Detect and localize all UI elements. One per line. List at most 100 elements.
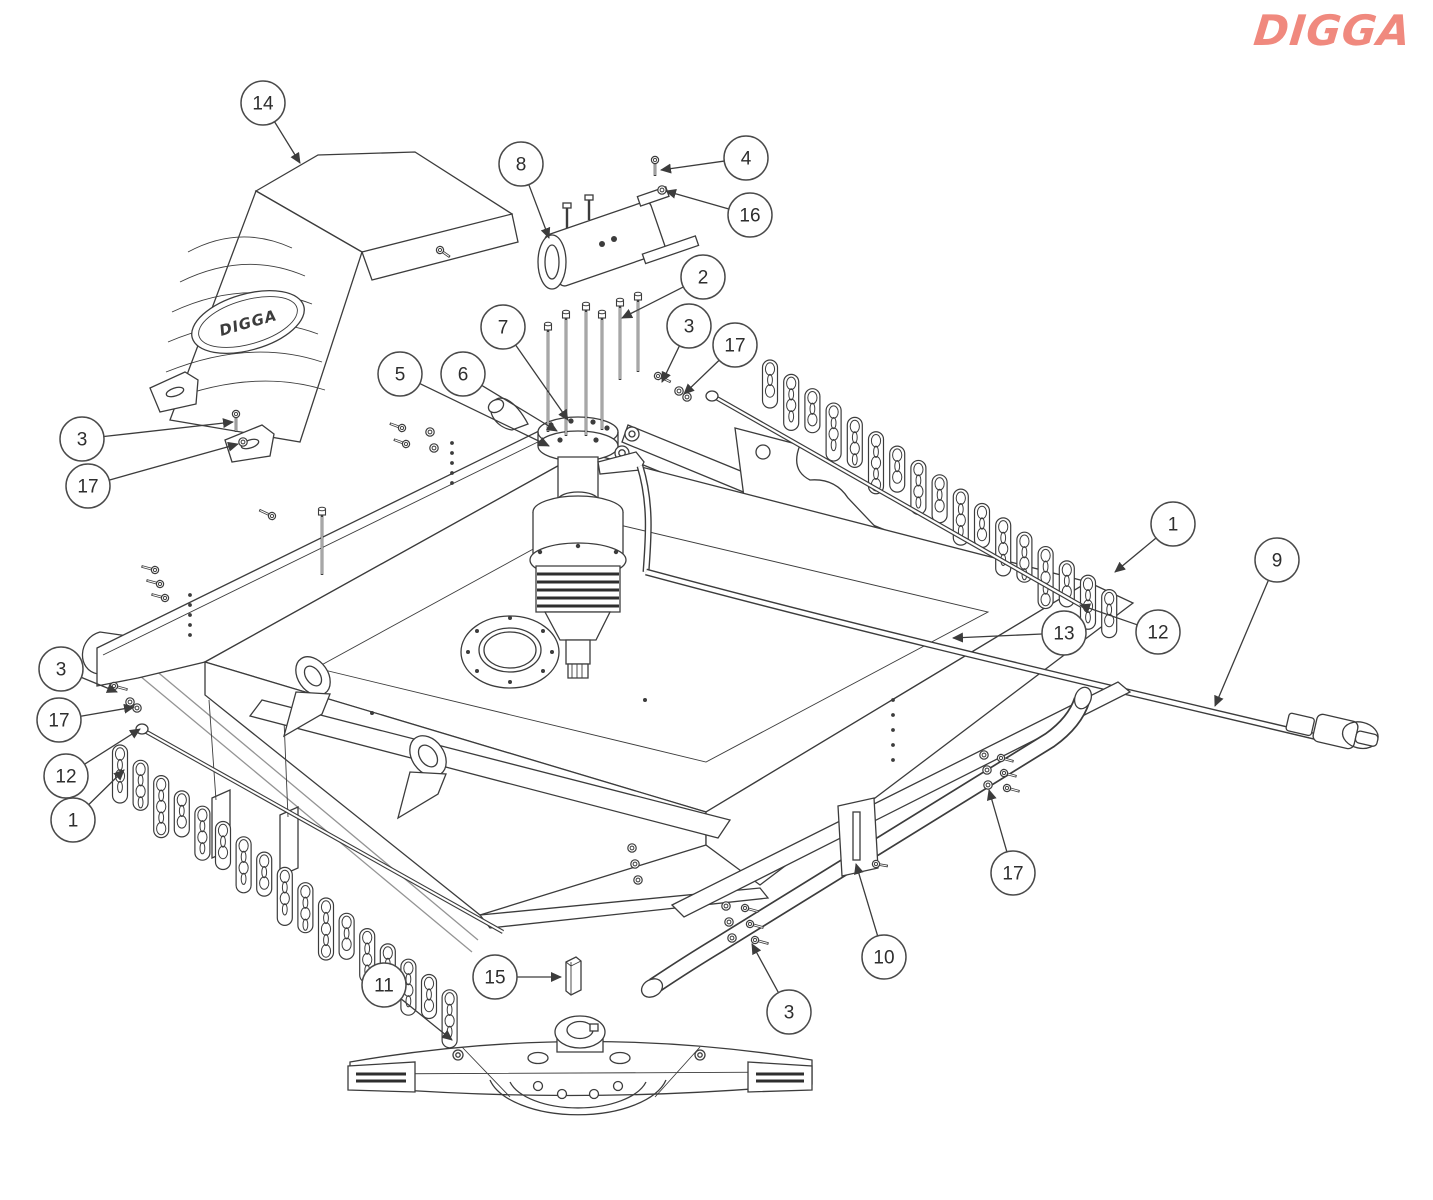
callout-10: 10 [854,863,907,980]
callout-circle [377,351,423,397]
callout-leader [621,286,684,319]
callout-5: 5 [377,351,550,447]
callout-leader [109,441,239,481]
bumper-artwork [640,681,1132,998]
callout-leader [80,703,135,717]
key-artwork [565,956,582,996]
callout-leader [515,344,569,421]
rotor-artwork [347,1015,813,1116]
callout-16: 16 [665,188,773,238]
callout-leader [88,769,125,806]
callout-number: 17 [1002,864,1023,885]
callout-8: 8 [498,141,551,239]
callout-1: 1 [50,769,125,843]
callout-2: 2 [621,254,726,319]
belt-cover-artwork: DIGGA [149,151,519,463]
callout-circle [59,416,105,462]
callout-leader [81,676,118,693]
callout-leader [660,160,725,174]
callout-leader [665,188,730,210]
callout-12: 12 [1079,603,1181,655]
callout-number: 3 [56,660,67,681]
lifting-lug [282,656,331,738]
callout-15: 15 [472,954,562,1000]
callout-14: 14 [240,80,301,164]
lifting-lug [396,735,447,820]
callout-leader [683,359,720,395]
callout-3: 3 [751,943,812,1035]
callout-circle [65,463,111,509]
callout-leader [751,943,780,993]
callout-circle [861,934,907,980]
callout-number: 3 [684,317,695,338]
callout-circle [680,254,726,300]
callout-circle [472,954,518,1000]
callout-circle [50,797,96,843]
callout-leader [103,418,234,438]
callout-number: 1 [68,811,79,832]
callout-leader [400,998,453,1041]
callout-number: 3 [784,1003,795,1024]
callout-11: 11 [361,962,453,1041]
deck-artwork [81,427,1135,953]
chain-curtain-rear [761,359,1118,639]
callout-circle [480,304,526,350]
callout-number: 13 [1053,624,1074,645]
callout-circle [766,989,812,1035]
callout-number: 12 [1147,623,1168,644]
callout-1: 1 [1114,501,1196,573]
callout-circle [240,80,286,126]
callout-leader [273,121,301,164]
callout-number: 17 [48,711,69,732]
callout-number: 3 [77,430,88,451]
hydraulic-motor-artwork [537,186,700,290]
callout-leader [986,789,1008,853]
callout-circle [1254,537,1300,583]
callout-circle [38,646,84,692]
callout-leader [952,632,1043,643]
callout-17: 17 [683,322,758,395]
callout-6: 6 [440,351,558,432]
callout-number: 5 [395,365,406,386]
callout-number: 10 [873,948,894,969]
callout-circle [723,135,769,181]
callout-3: 3 [59,416,234,462]
callout-circle [1041,610,1087,656]
callout-leader [419,382,550,447]
callout-number: 12 [55,767,76,788]
callout-17: 17 [986,789,1036,896]
callout-number: 16 [739,206,760,227]
callout-number: 7 [498,318,509,339]
rotor-bolts [532,1080,624,1100]
callout-circle [361,962,407,1008]
callout-leader [661,345,681,383]
callout-circle [43,753,89,799]
callout-circle [440,351,486,397]
callout-number: 17 [77,477,98,498]
callout-circle [1150,501,1196,547]
callout-number: 2 [698,268,709,289]
callout-3: 3 [38,646,118,693]
callout-13: 13 [952,610,1087,656]
callout-circle [1135,609,1181,655]
callout-3: 3 [661,303,712,383]
callout-circle [712,322,758,368]
chain-curtain-front [111,744,458,1049]
callout-leader [481,384,558,432]
callout-7: 7 [480,304,569,421]
callout-leader [854,863,879,937]
callout-leader [1114,537,1157,573]
callout-number: 9 [1272,551,1283,572]
callout-leader [1079,603,1138,626]
callout-circle [666,303,712,349]
callout-circle [36,697,82,743]
callout-17: 17 [65,441,239,509]
callout-number: 6 [458,365,469,386]
callout-circle [498,141,544,187]
callout-circle [727,192,773,238]
hose-coupling [1285,712,1379,750]
callout-number: 1 [1168,515,1179,536]
